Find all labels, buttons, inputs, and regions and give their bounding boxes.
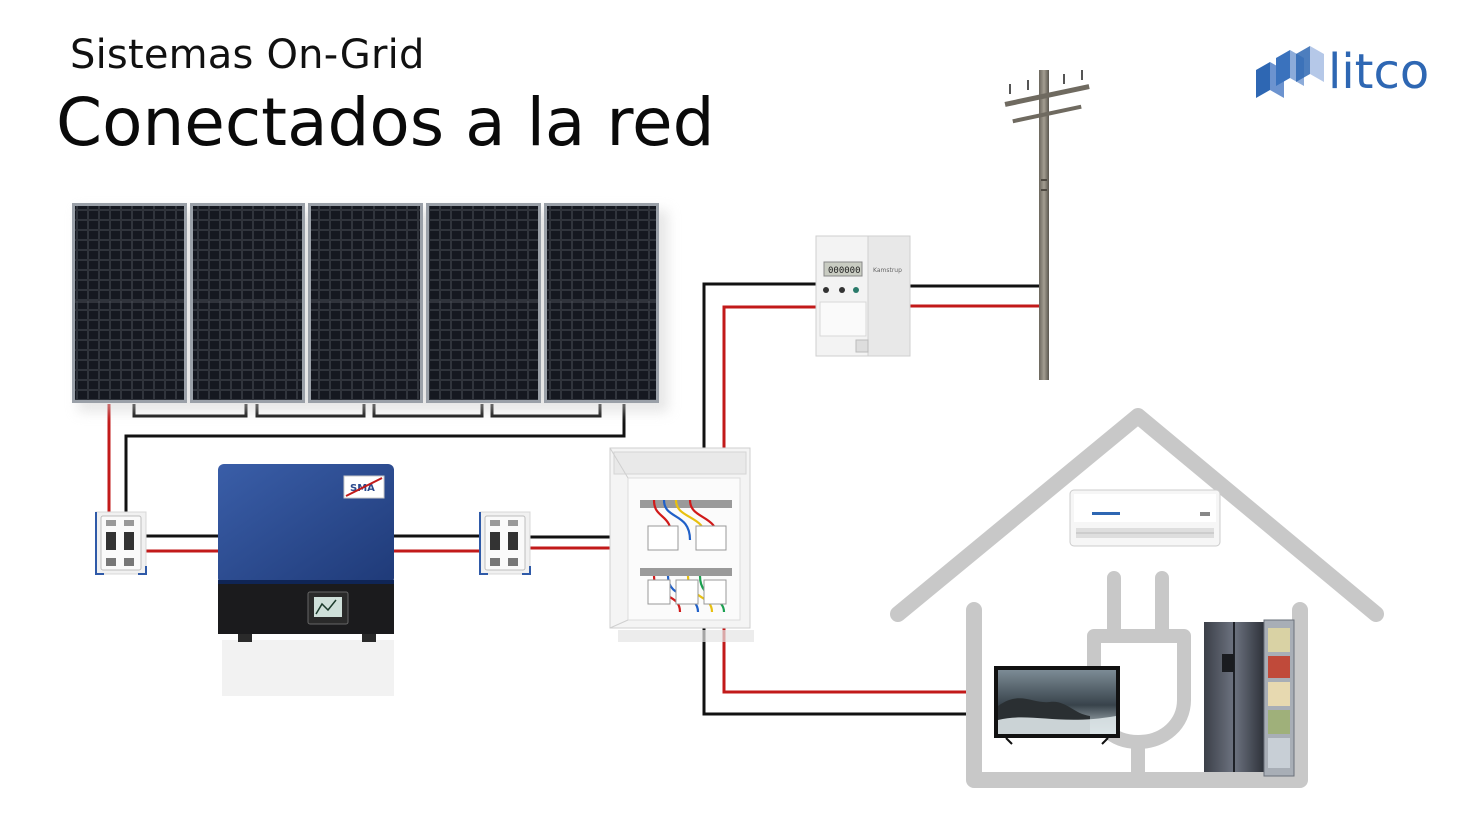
solar-panel-1 [72, 203, 187, 403]
solar-panel-2 [190, 203, 305, 403]
wire-meter-positive [722, 305, 818, 450]
wire-panel-negative [124, 404, 626, 512]
utility-pole-icon [1004, 70, 1090, 380]
solar-panel-icon [72, 203, 668, 412]
distribution-board-icon [609, 447, 754, 642]
wire-meter-negative [702, 282, 818, 450]
energy-meter-icon: 000000 Kamstrup [815, 235, 911, 357]
meter-brand-label: Kamstrup [873, 267, 902, 274]
circuit-breaker-icon [95, 511, 147, 575]
solar-panel-3 [308, 203, 423, 403]
logo-text: litco [1328, 44, 1429, 100]
house-outline-icon [890, 408, 1384, 788]
wire-house-positive [722, 628, 976, 694]
circuit-breaker-icon [479, 511, 531, 575]
tv-icon [994, 666, 1120, 745]
solar-panel-5 [544, 203, 659, 403]
slide-title: Conectados a la red [56, 84, 715, 161]
wire-house-negative [702, 628, 968, 716]
cube-stack-logo-icon [1256, 46, 1324, 98]
air-conditioner-icon [1069, 489, 1221, 547]
meter-display: 000000 [828, 266, 861, 276]
solar-panel-4 [426, 203, 541, 403]
inverter-icon: SMA [218, 464, 394, 696]
fridge-icon [1204, 619, 1295, 777]
company-logo: litco [1256, 44, 1429, 100]
slide-subtitle: Sistemas On-Grid [70, 32, 425, 78]
